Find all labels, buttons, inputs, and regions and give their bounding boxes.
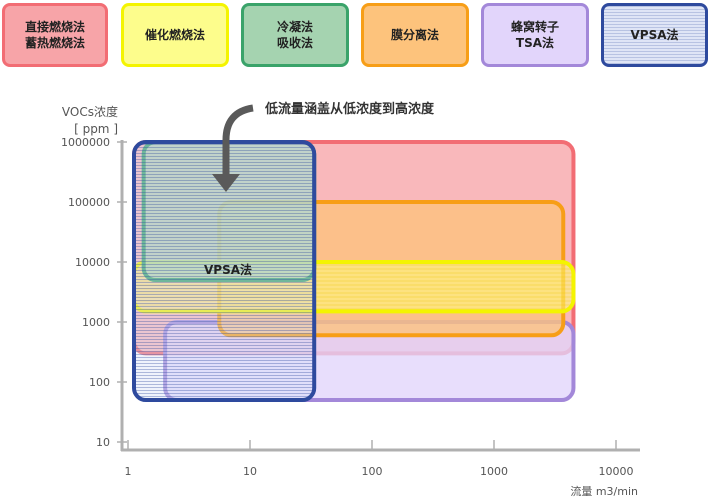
legend-catalytic-combustion: 催化燃烧法 [121,3,229,67]
y-axis-title: VOCs浓度 [62,104,118,119]
y-tick-label: 1000 [82,316,110,329]
y-tick-label: 1000000 [61,136,110,149]
y-tick-label: 100000 [68,196,110,209]
legend-honeycomb-rotor-tsa: 蜂窝转子 TSA法 [481,3,589,67]
legend-vpsa: VPSA法 [601,3,708,67]
y-tick-label: 10 [96,436,110,449]
x-tick-label: 10 [243,465,257,478]
legend-condensation-absorption: 冷凝法 吸收法 [241,3,349,67]
x-axis-title: 流量 m3/min [570,484,638,498]
legend-direct-combustion: 直接燃烧法 蓄热燃烧法 [2,3,108,67]
callout-arrowhead [212,174,240,192]
callout-arrow [222,104,254,178]
x-tick-label: 100 [362,465,383,478]
y-tick-label: 10000 [75,256,110,269]
x-tick-label: 10000 [599,465,634,478]
callout-text: 低流量涵盖从低浓度到高浓度 [264,101,435,117]
legend-membrane-separation: 膜分离法 [361,3,469,67]
vpsa-region-label: VPSA法 [204,262,252,277]
x-tick-label: 1000 [480,465,508,478]
y-axis-unit: [ ppm ] [74,122,118,136]
y-tick-label: 100 [89,376,110,389]
x-tick-label: 1 [125,465,132,478]
